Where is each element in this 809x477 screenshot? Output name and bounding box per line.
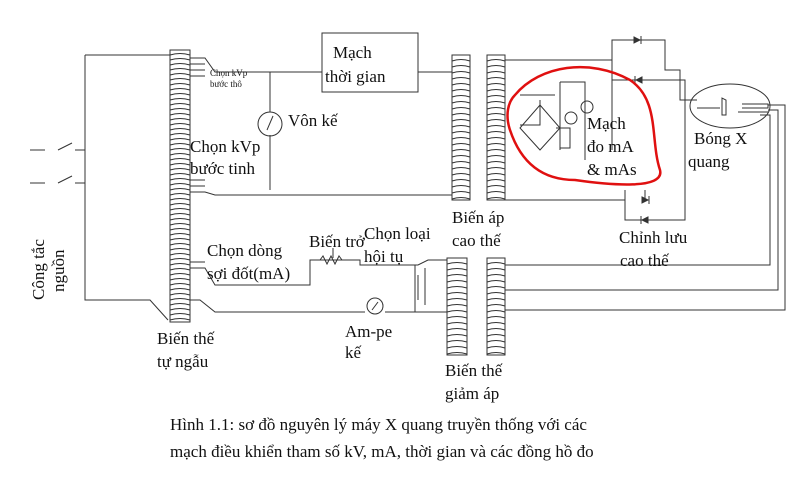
hv-primary-coil <box>451 54 471 201</box>
xray-tube-icon <box>689 83 771 129</box>
hv-secondary-coil <box>486 54 506 201</box>
autotransformer-coil <box>169 49 191 323</box>
timer-box <box>321 32 419 93</box>
voltmeter-label: Vôn kế <box>288 111 338 130</box>
diodes <box>633 36 650 224</box>
coils <box>169 49 506 356</box>
rheostat-icon <box>319 248 343 266</box>
ammeter-icon <box>366 297 384 315</box>
power-switch-label: Công tắcnguồn <box>29 239 68 300</box>
rheostat-label: Biến trở <box>309 232 366 251</box>
stepdown-primary-coil <box>446 257 468 356</box>
figure-caption: Hình 1.1: sơ đồ nguyên lý máy X quang tr… <box>170 415 594 461</box>
highlight-outline <box>506 65 662 186</box>
wires <box>30 39 786 321</box>
voltmeter-icon <box>257 111 283 137</box>
ma-bridge <box>519 104 571 151</box>
ma-meter-icons <box>564 100 594 125</box>
stepdown-secondary-coil <box>486 257 506 356</box>
